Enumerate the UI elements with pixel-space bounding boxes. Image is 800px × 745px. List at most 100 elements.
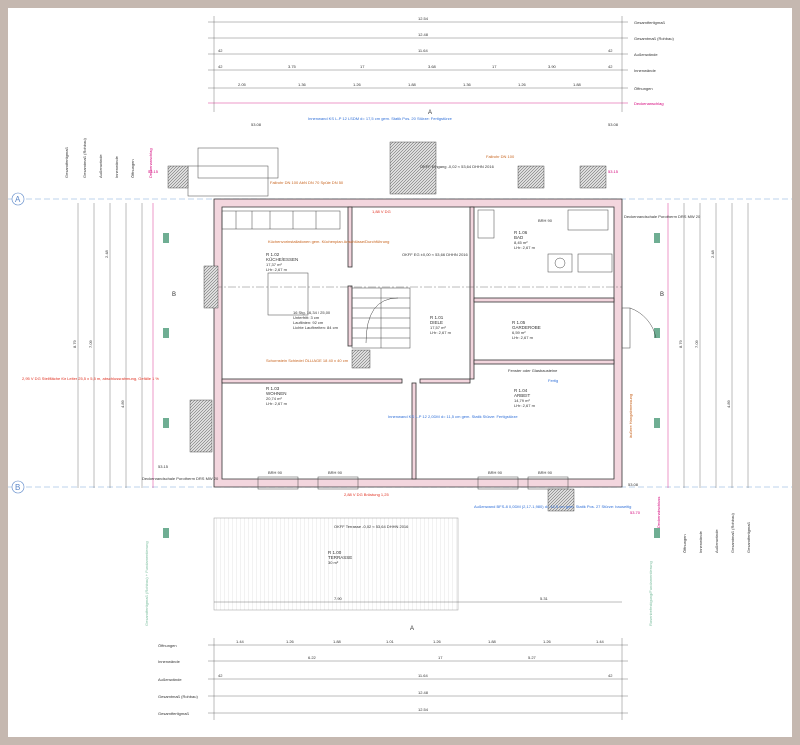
room-diele-name: R 1.01 — [430, 315, 444, 320]
room-garderobe-title: GARDEROBE — [512, 325, 541, 330]
window-label-4: BRH 90 — [538, 470, 553, 475]
dim-biw-2: 17 — [438, 655, 443, 660]
room-wohnen-name: R 1.03 — [266, 386, 280, 391]
side-dim-left-2: 2.48 — [104, 249, 109, 258]
marker-right-1 — [654, 233, 660, 243]
dim-bop-3: 1.88 — [333, 639, 342, 644]
shaft-left-wall — [203, 265, 219, 309]
room-arbeit-name: R 1.04 — [514, 388, 528, 393]
level-diele: OKFF EG ±0,00 ≈ 53,66 DHHN 2016 — [402, 252, 469, 257]
level-b-left: 53.15 — [158, 464, 169, 469]
side-label-right-2: Außenwände — [714, 529, 719, 553]
interior-notes: Schornstein Schiedel ÖLLIAGE 18 40 x 40 … — [22, 209, 701, 515]
terrace-deck — [213, 517, 459, 611]
label-rohbau-top: Gesamtmaß (Rohbau) — [634, 36, 674, 41]
dim-rohbau-top: 12.48 — [418, 32, 429, 37]
kitchen-island — [267, 272, 309, 316]
fertig-label: Fertig — [548, 378, 558, 383]
room-kueche-area: 17,37 m² — [266, 262, 282, 267]
label-aussenwaende-bottom: Außenwände — [158, 677, 182, 682]
dim-biw-1: 6.22 — [308, 655, 317, 660]
note-red-3: 2,95 V DG Stellfläche für Leiter 25,5 x … — [22, 376, 159, 381]
side-label-right-1: Innenwände — [698, 530, 703, 553]
note-schornstein: Schornstein Schiedel ÖLLIAGE 18 40 x 40 … — [266, 358, 349, 363]
room-arbeit-height: LHr: 2,67 m — [514, 403, 536, 408]
window-label-1: BRH 90 — [268, 470, 283, 475]
chimney — [351, 349, 371, 369]
side-label-left-2: Außenwände — [98, 154, 103, 178]
side-dim-right-3: 4.89 — [726, 399, 731, 408]
level-top-left: 53.08 — [251, 122, 262, 127]
door-right — [621, 307, 631, 349]
window-wohnen-1 — [257, 476, 299, 490]
stair-line1: Unterfritt: 3 cm — [293, 315, 320, 320]
dim-iw-3: 17 — [360, 64, 365, 69]
side-dim-left-1: 7.09 — [88, 339, 93, 348]
exterior-top-elements: 53.08 53.08 OKFF Eingang -0,02 ≈ 53,64 D… — [148, 110, 619, 197]
right-deckenabschluss: Deckenabschluss — [656, 497, 661, 528]
note-orange-fallrohr2: Fallrohr DN 100 AbN DN 70 Spüle DN 50 — [270, 180, 344, 185]
dim-op-6: 1.26 — [518, 82, 527, 87]
section-mark-top: A — [428, 110, 432, 116]
side-label-right-3: Gesamtmaß (Rohbau) — [730, 513, 735, 553]
window-label-2: BRH 90 — [328, 470, 343, 475]
side-dim-right-2: 2.48 — [710, 249, 715, 258]
dim-iw-6: 3.90 — [548, 64, 557, 69]
dim-iw-2: 3.75 — [288, 64, 297, 69]
dim-bop-6: 1.88 — [488, 639, 497, 644]
room-kueche-height: LHr: 2,67 m — [266, 267, 288, 272]
dim-biw-3: 5.27 — [528, 655, 537, 660]
dim-aw-right-top: 42 — [608, 48, 613, 53]
note-red-2: 2,88 V DG Brüstung 1,25 — [344, 492, 389, 497]
dim-op-2: 1.36 — [298, 82, 307, 87]
note-red-1: 1,88 V DG — [372, 209, 391, 214]
wall-garderobe-arbeit — [473, 359, 615, 365]
side-dim-left-0: 8.79 — [72, 339, 77, 348]
label-oeffnungen-bottom: Öffnungen — [158, 643, 177, 648]
shaft-left-lower — [189, 399, 213, 453]
level-entrance: OKFF Eingang -0,02 ≈ 53,64 DHHN 2016 — [420, 164, 495, 169]
dim-bop-1: 1.44 — [236, 639, 245, 644]
window-wohnen-2 — [317, 476, 359, 490]
level-b-bottom: 53.70 — [630, 510, 641, 515]
marker-right-4 — [654, 528, 660, 538]
dim-bottom-right: 5.31 — [540, 596, 549, 601]
room-arbeit-title: ARBEIT — [514, 393, 531, 398]
window-arbeit-1 — [477, 476, 519, 490]
room-wohnen-title: WOHNEN — [266, 391, 287, 396]
marker-right-2 — [654, 328, 660, 338]
marker-left-1 — [163, 233, 169, 243]
dim-op-5: 1.36 — [463, 82, 472, 87]
level-b-right: 53.08 — [628, 482, 639, 487]
dim-iw-7: 42 — [608, 64, 613, 69]
dim-op-1: 2.05 — [238, 82, 247, 87]
bath-elements — [477, 209, 613, 273]
exterior-wall — [213, 198, 623, 488]
side-dim-left-3: 4.89 — [120, 399, 125, 408]
section-mark-bottom: A — [410, 626, 414, 632]
dim-total-top: 12.54 — [418, 16, 429, 21]
side-label-right-4: Gesamtfertigmaß — [746, 522, 751, 553]
room-bad-title: BAD — [514, 235, 524, 240]
label-oeffnungen-top: Öffnungen — [634, 86, 653, 91]
dim-op-4: 1.88 — [408, 82, 417, 87]
side-label-left-4: Öffnungen — [130, 159, 135, 178]
entrance-step — [389, 141, 437, 195]
room-bad-name: R 1.06 — [514, 230, 528, 235]
room-diele-height: LHr: 2,67 m — [430, 330, 452, 335]
floor-plan: 12.54 12.48 42 11.64 42 42 3.75 17 3.68 … — [8, 16, 792, 720]
room-garderobe-area: 6,59 m² — [512, 330, 526, 335]
room-garderobe-height: LHr: 2,67 m — [512, 335, 534, 340]
dim-iw-5: 17 — [492, 64, 497, 69]
dim-bottom-left: 7.90 — [334, 596, 343, 601]
dim-bop-8: 1.44 — [596, 639, 605, 644]
stair-line2: Lauflinien: 92 cm — [293, 320, 324, 325]
side-label-left-3: Innenwände — [114, 155, 119, 178]
label-rohbau-bottom: Gesamtmaß (Rohbau) — [158, 694, 198, 699]
fenster-note: Fenster oder Glasbausteine — [508, 368, 558, 373]
side-label-left-1: Gesamtmaß (Rohbau) — [82, 138, 87, 178]
marker-left-4 — [163, 528, 169, 538]
deckenrand-right: Deckenrandschale Porotherm DRS MW 20 — [624, 214, 701, 219]
note-kitchen: Küchenvorinstallationen gem. Küchenplan … — [268, 239, 389, 244]
dim-baw-2: 11.64 — [418, 673, 428, 678]
